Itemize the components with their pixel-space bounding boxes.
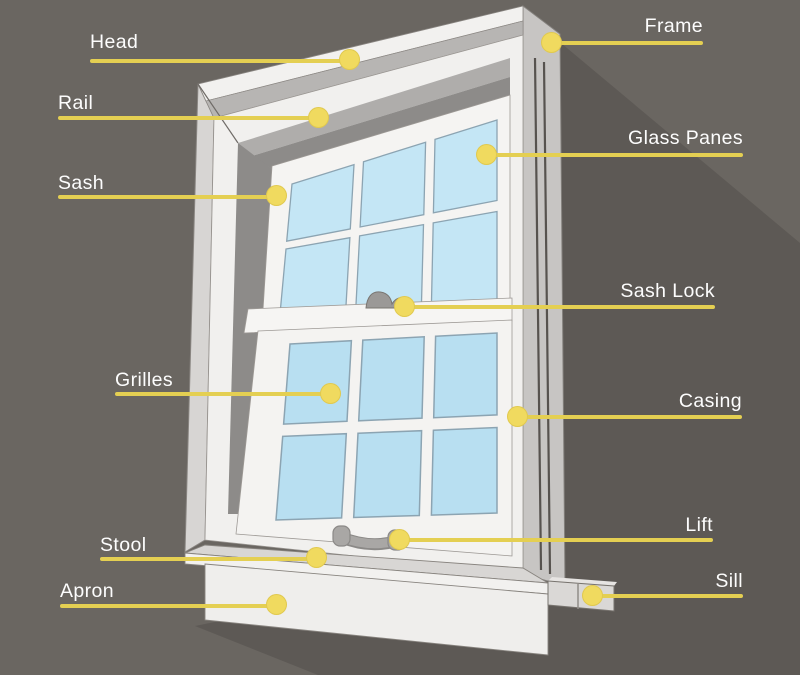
leader-dot-sash: [266, 185, 287, 206]
leader-dot-stool: [306, 547, 327, 568]
leader-line-glass-panes: [487, 153, 743, 157]
leader-line-grilles: [115, 392, 331, 396]
label-rail: Rail: [58, 92, 94, 114]
head-jamb-reveal-dark: [252, 77, 510, 169]
wall-shadow: [195, 28, 800, 675]
glass-pane: [352, 429, 423, 519]
glass-pane: [359, 141, 427, 228]
label-stool: Stool: [100, 534, 147, 556]
leader-line-stool: [100, 557, 317, 561]
leader-line-frame: [552, 41, 703, 45]
glass-pane: [275, 432, 348, 521]
leader-line-head: [90, 59, 350, 63]
leader-line-sash: [58, 195, 277, 199]
label-sash-lock: Sash Lock: [620, 280, 715, 302]
leader-dot-frame: [541, 32, 562, 53]
apron-front: [204, 563, 549, 656]
leader-line-sash-lock: [405, 305, 715, 309]
corner-miter-line: [197, 83, 239, 144]
label-head: Head: [90, 31, 139, 53]
leader-dot-lift: [389, 529, 410, 550]
label-lift: Lift: [685, 514, 713, 536]
frame-groove-lines: [533, 57, 552, 575]
lower-glass-panes: [275, 332, 498, 521]
leader-line-rail: [58, 116, 319, 120]
glass-pane: [432, 332, 498, 419]
leader-line-lift: [400, 538, 713, 542]
leader-dot-glass-panes: [476, 144, 497, 165]
label-grilles: Grilles: [115, 369, 174, 391]
leader-line-sill: [593, 594, 743, 598]
label-frame: Frame: [644, 15, 703, 37]
upper-glass-panes: [279, 119, 498, 315]
head-jamb-reveal-light: [238, 58, 510, 156]
sill-top: [548, 577, 617, 586]
leader-dot-head: [339, 49, 360, 70]
leader-line-casing: [518, 415, 742, 419]
leader-dot-sill: [582, 585, 603, 606]
glass-pane: [430, 426, 498, 516]
label-glass-panes: Glass Panes: [628, 127, 743, 149]
glass-pane: [432, 119, 498, 214]
leader-line-apron: [60, 604, 277, 608]
glass-pane: [357, 336, 425, 422]
label-casing: Casing: [678, 390, 742, 412]
leader-dot-casing: [507, 406, 528, 427]
leader-dot-grilles: [320, 383, 341, 404]
label-apron: Apron: [60, 580, 115, 602]
glass-pane: [430, 210, 498, 307]
glass-pane: [279, 236, 351, 315]
label-sash: Sash: [58, 172, 105, 194]
leader-dot-sash-lock: [394, 296, 415, 317]
glass-pane: [282, 339, 353, 425]
leader-dot-rail: [308, 107, 329, 128]
label-sill: Sill: [715, 570, 743, 592]
leader-dot-apron: [266, 594, 287, 615]
glass-pane: [285, 163, 355, 243]
